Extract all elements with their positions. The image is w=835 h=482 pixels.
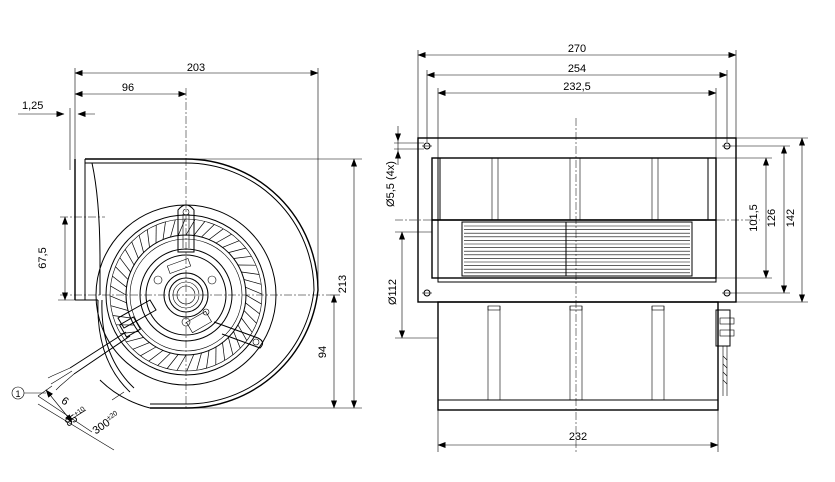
impeller-blade — [228, 247, 246, 253]
impeller-blade — [196, 352, 202, 371]
callout-1: 1 — [11, 386, 46, 400]
dim-overall-width: 270 — [417, 43, 737, 138]
impeller-blade — [148, 350, 164, 362]
dim-flange-hole-height-label: 126 — [766, 209, 778, 227]
housing-outline — [74, 158, 319, 409]
dim-flange-thickness: 1,25 — [18, 100, 95, 170]
impeller-blade — [176, 354, 187, 371]
cable-assembly — [47, 299, 157, 391]
impeller-blade — [206, 350, 210, 369]
impeller-blade — [124, 249, 135, 266]
impeller-blade — [193, 221, 206, 236]
impeller-blade — [110, 305, 129, 311]
dim-cable-length-1-tol: ±10 — [73, 406, 87, 418]
dim-flange-hole-spacing-label: 254 — [568, 63, 586, 75]
dim-flange-hole-height: 126 — [732, 145, 790, 294]
dim-side-width-label: 203 — [187, 62, 205, 74]
dim-flange-height-label: 142 — [785, 209, 797, 227]
impeller-blade — [166, 354, 179, 369]
impeller-blade — [112, 315, 131, 319]
impeller-blade — [132, 342, 150, 350]
dim-inlet-diameter-label: Ø112 — [387, 279, 399, 305]
impeller-blade — [140, 346, 157, 357]
dim-cable-strip-label: 6 — [59, 395, 71, 408]
impeller-blade — [112, 275, 127, 288]
dim-hole-diameter: Ø5,5 (4x) — [385, 126, 424, 207]
impeller-blade — [157, 352, 171, 366]
impeller-blade — [228, 337, 234, 355]
impeller-blade — [222, 342, 226, 361]
dim-hole-diameter-label: Ø5,5 (4x) — [385, 161, 397, 207]
dim-cable-length-2-tol: ±20 — [106, 410, 120, 422]
dim-side-height: 213 — [186, 158, 362, 409]
impeller-blade — [243, 310, 257, 324]
dim-shaft-height-upper: 67,5 — [37, 216, 75, 301]
dim-cable-length-1-value: 85 — [63, 412, 80, 429]
dim-cable-length-2-label: 300±20 — [91, 410, 123, 437]
impeller-blade — [245, 294, 262, 305]
dim-housing-width-label: 232,5 — [563, 81, 591, 93]
dim-shaft-height-lower-label: 94 — [317, 346, 329, 358]
impeller-blade — [119, 257, 131, 273]
impeller-blade — [170, 219, 176, 238]
dim-side-height-label: 213 — [337, 275, 349, 293]
dim-cable: 6 85±10 300±20 — [37, 385, 125, 451]
impeller-blade — [162, 221, 166, 240]
dim-shaft-height-lower: 94 — [317, 294, 340, 409]
dim-rotor-width-label: 232 — [569, 431, 587, 443]
impeller-blade — [241, 317, 253, 333]
side-view: 203 96 1,25 67,5 213 — [11, 62, 362, 451]
impeller-blade — [222, 240, 240, 248]
impeller-blade — [186, 354, 195, 372]
impeller-blade — [146, 229, 150, 248]
impeller-blade — [138, 235, 144, 253]
motor-mount-bracket — [177, 204, 195, 253]
impeller-blade — [177, 218, 186, 236]
dim-flange-thickness-label: 1,25 — [22, 100, 43, 112]
dim-inlet-diameter: Ø112 — [387, 231, 438, 339]
impeller-blade — [110, 285, 127, 296]
dim-outlet-height-label: 101,5 — [748, 204, 760, 232]
motor-mount-arm — [213, 321, 264, 349]
dim-shaft-offset-x: 96 — [74, 82, 187, 97]
impeller-blade — [109, 295, 127, 304]
dim-housing-width: 232,5 — [437, 81, 717, 158]
impeller-blade — [126, 337, 144, 343]
cable-gland-front — [715, 309, 735, 396]
impeller-blade — [233, 255, 252, 259]
front-view: 270 254 232,5 Ø5,5 (4x) — [385, 43, 808, 452]
dim-flange-hole-spacing: 254 — [426, 63, 728, 142]
dim-outlet-height: 101,5 — [716, 157, 772, 279]
impeller-blade — [245, 302, 260, 315]
impeller-blade — [201, 224, 215, 238]
dim-shaft-offset-x-label: 96 — [122, 82, 134, 94]
impeller-blade — [131, 241, 139, 259]
outlet-frame — [431, 157, 717, 221]
dim-overall-width-label: 270 — [568, 43, 586, 55]
impeller-blade — [245, 286, 263, 295]
impeller-section — [431, 219, 717, 279]
impeller-blades — [109, 218, 263, 372]
dim-side-width: 203 — [74, 62, 319, 290]
impeller-blades-front — [464, 225, 690, 274]
lower-housing — [437, 301, 719, 411]
dim-flange-height: 142 — [736, 137, 808, 303]
impeller-blade — [243, 279, 262, 285]
impeller-blade — [208, 228, 224, 240]
callout-1-label: 1 — [15, 389, 20, 399]
dim-cable-length-1-label: 85±10 — [63, 406, 90, 430]
impeller-blade — [215, 233, 232, 244]
dim-shaft-height-upper-label: 67,5 — [37, 247, 49, 268]
dim-rotor-width: 232 — [437, 410, 719, 452]
impeller-blade — [115, 266, 129, 280]
impeller-blade — [241, 271, 260, 275]
